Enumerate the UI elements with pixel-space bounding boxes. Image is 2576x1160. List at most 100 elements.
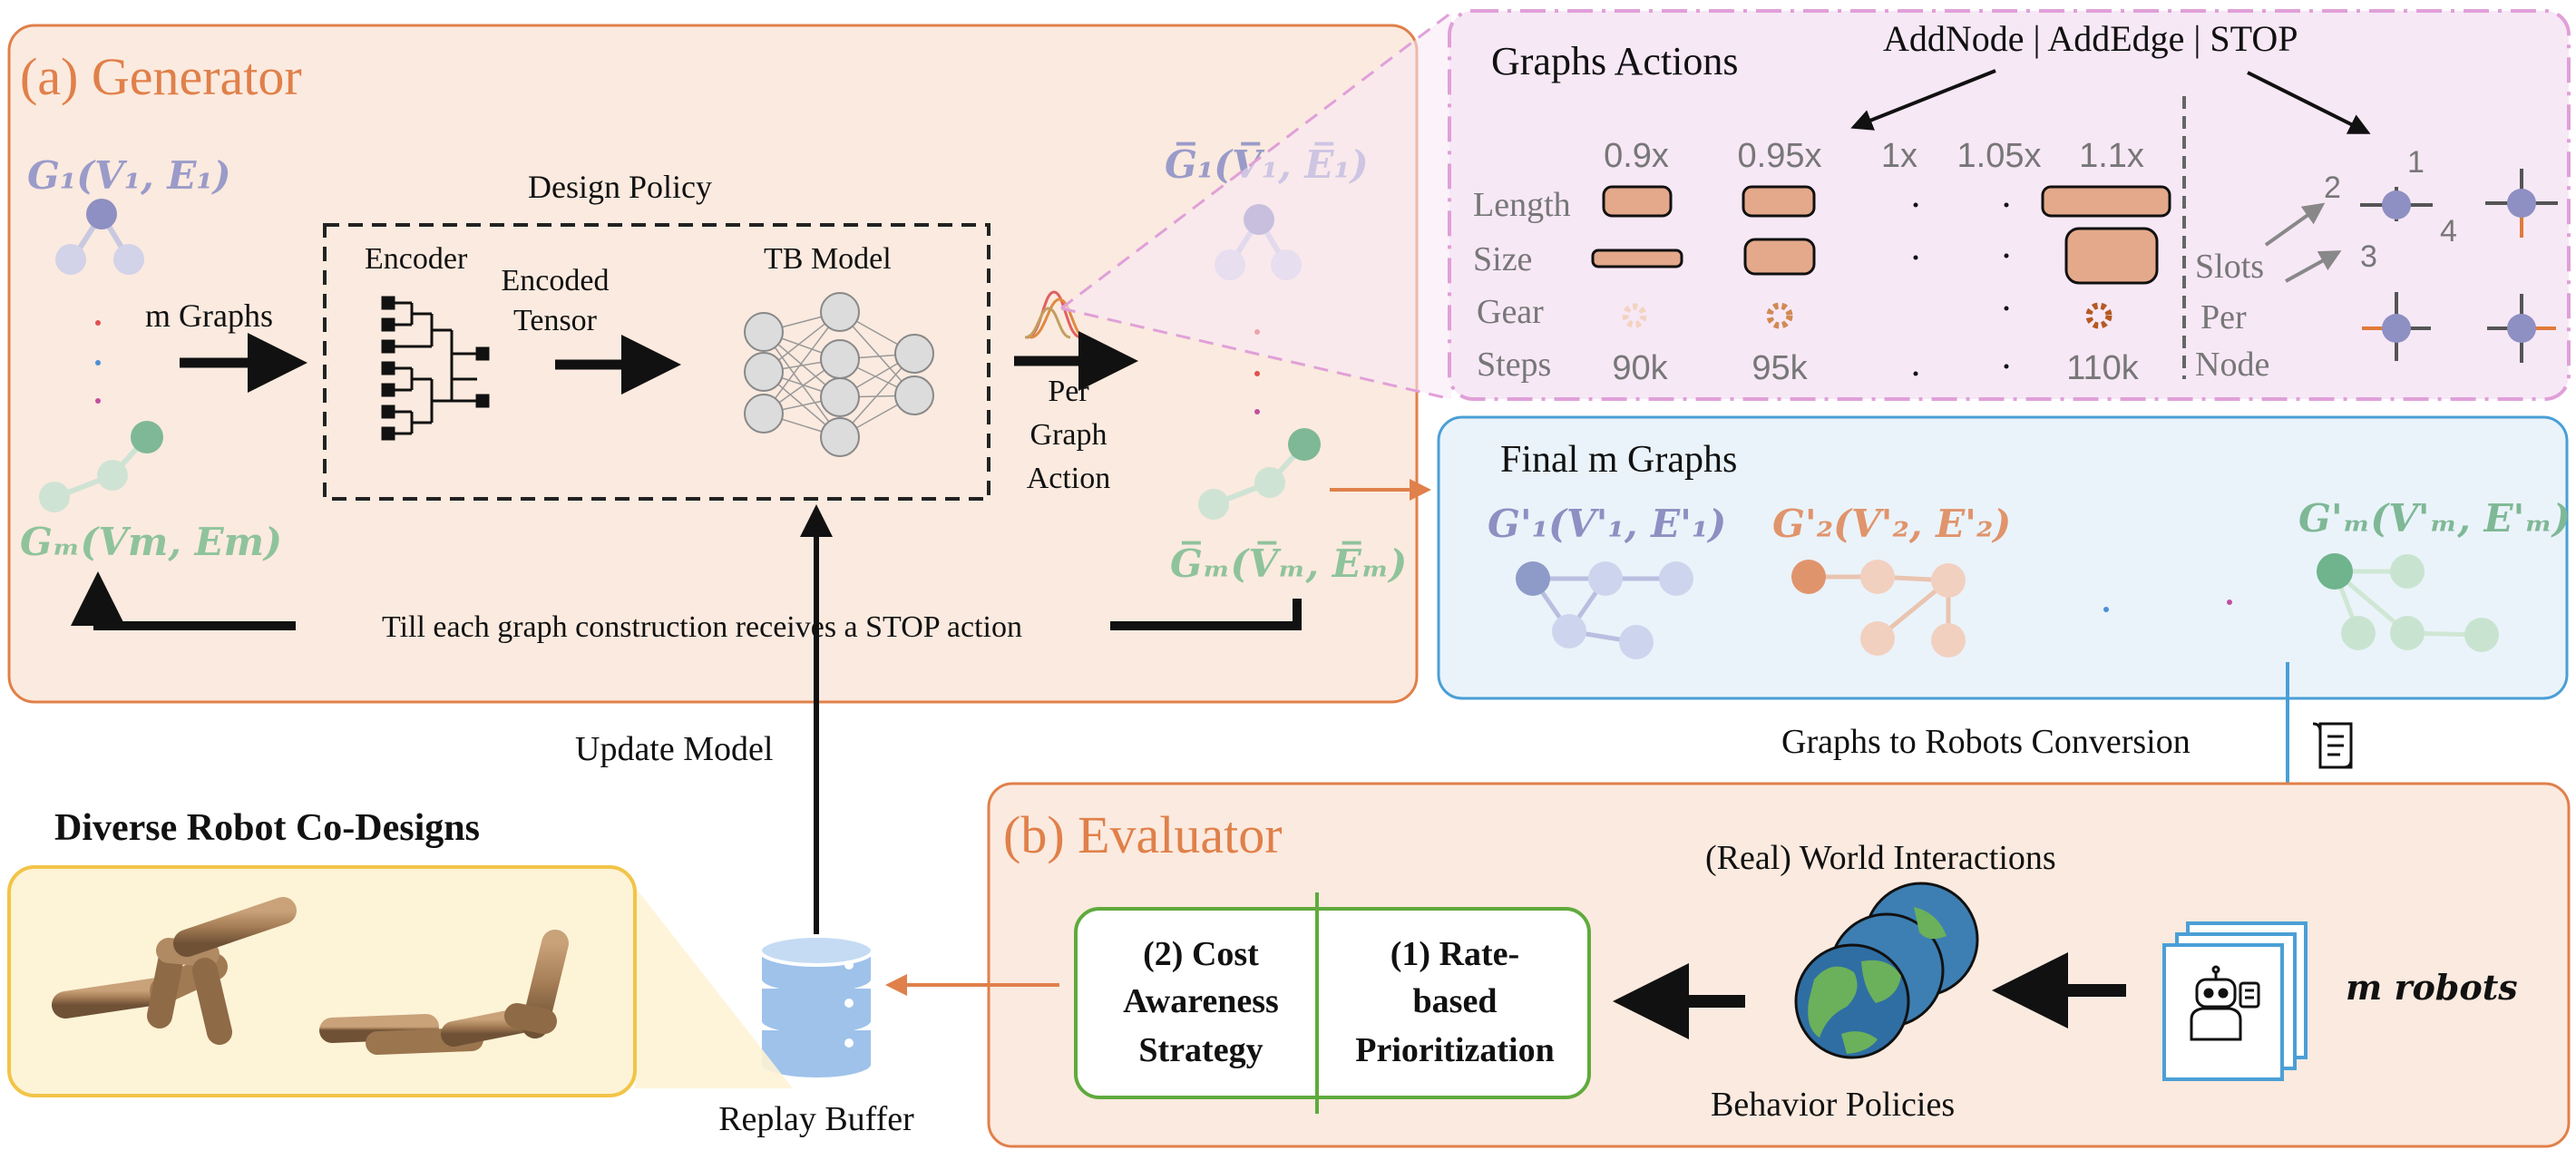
conversion-label: Graphs to Robots Conversion [1781,723,2191,761]
loop-text: Till each graph construction receives a … [382,610,1022,644]
graph-node [86,199,117,229]
slots-label-3: Node [2195,346,2269,384]
strategy-left-1: (2) Cost [1143,935,1259,973]
designs-zoom-cone [635,887,793,1088]
graph-node [1659,561,1693,596]
strategy-right-3: Prioritization [1355,1031,1554,1069]
graph-node [39,482,70,512]
graph-node [1931,623,1966,658]
graph-node [2317,553,2353,590]
strategy-left-3: Strategy [1138,1031,1263,1069]
graph-node [55,244,86,275]
graph-node [1198,489,1229,520]
design-policy-box [323,223,990,501]
slot-number-1: 1 [2407,145,2425,180]
scale-4: 1.1x [2079,137,2144,175]
length-cylinders [1602,185,2171,218]
slot-number-2: 2 [2324,171,2341,205]
graph-node [2464,618,2499,652]
slot-number-3: 3 [2360,239,2377,274]
graph-node [1288,428,1321,461]
strategy-right-1: (1) Rate- [1390,935,1519,973]
slot-node-diagrams [2360,169,2558,363]
graph-node [131,421,163,453]
robot-cards-icon [2162,921,2308,1081]
tb-model-label: TB Model [764,242,892,276]
encoder-label: Encoder [365,242,468,276]
addnode-arrow [1850,69,1996,131]
encoded-tensor-line1: Encoded [502,264,610,297]
strategy-box [1074,907,1591,1099]
input-graph-first-label: G₁(V₁, E₁) [27,153,231,198]
steps-90k: 90k [1612,349,1668,387]
graph-node [1791,560,1826,594]
behavior-policies-label: Behavior Policies [1711,1086,1955,1124]
slots-label-1: Slots [2195,248,2264,286]
size-cylinders [1591,227,2159,285]
scale-2: 1x [1881,137,1917,175]
m-robots-label: m robots [2346,967,2518,1008]
final-graph-m [2317,553,2499,652]
tb-model-network [744,292,934,457]
m-graphs-label: m Graphs [145,297,273,334]
graph-node [1516,561,1550,596]
graph-node [1619,625,1654,659]
evaluator-title: (b) Evaluator [1003,805,1283,864]
robot-design-2 [319,930,569,1055]
generator-panel: (a) Generator G₁(V₁, E₁) Gₘ(Vm, Em) m Gr… [7,24,1419,704]
graph-node [1588,561,1623,596]
database-icon [758,934,874,1081]
graph-actions-box [1448,9,2571,401]
final-graph-m-label: G'ₘ(V'ₘ, E'ₘ) [2298,496,2571,541]
graph-node [1860,560,1895,594]
gear-icon [1622,302,2113,329]
row-steps: Steps [1477,346,1551,384]
ellipsis-dots [95,320,101,404]
per-graph-action-line2: Graph [1030,418,1107,452]
final-graph-2 [1791,560,1966,658]
ellipsis-dots [2103,599,2232,612]
diverse-designs-title: Diverse Robot Co-Designs [54,807,480,849]
loop-arrow-right [1110,599,1302,630]
graph-actions-panel: Graphs Actions AddNode | AddEdge | STOP … [1448,9,2571,401]
input-graph-last-label: Gₘ(Vm, Em) [20,520,282,564]
row-size: Size [1473,240,1532,278]
per-graph-action-line1: Per [1048,375,1089,408]
scroll-icon [2312,722,2353,769]
world-interactions-label: (Real) World Interactions [1705,839,2056,877]
graph-node [1552,614,1586,648]
loop-arrow-left [71,571,296,630]
graph-node [2390,554,2425,589]
scale-0: 0.9x [1604,137,1669,175]
row-length: Length [1473,186,1571,224]
final-graph-2-label: G'₂(V'₂, E'₂) [1772,502,2011,546]
row-gear: Gear [1477,293,1544,331]
zoom-cone [1061,13,1451,399]
graph-node [1860,621,1895,656]
slot-number-4: 4 [2440,214,2457,249]
evaluator-panel: (b) Evaluator (Real) World Interactions … [987,782,2571,1148]
output-graph-last-label: G̅ₘ(V̅ₘ, E̅ₘ) [1170,540,1407,586]
design-policy-title: Design Policy [528,169,712,205]
final-graph-1 [1516,561,1693,659]
final-graphs-box [1437,415,2569,700]
graph-node [113,244,144,275]
action-distribution-icon [1024,290,1086,339]
output-graph-last [1198,428,1321,520]
encoded-tensor-line2: Tensor [513,304,598,337]
steps-95k: 95k [1751,349,1808,387]
steps-110k: 110k [2066,349,2140,387]
graph-node [2341,616,2376,650]
robot-icon [2190,965,2260,1041]
ellipsis-dots [1913,202,2009,376]
graph-node [2390,616,2425,650]
generator-title: (a) Generator [20,47,302,106]
encoder-icon [381,296,490,441]
input-graph-first [55,199,144,275]
graph-actions-title: Graphs Actions [1491,39,1739,83]
strategy-left-2: Awareness [1123,982,1279,1020]
slots-label-2: Per [2200,298,2247,336]
globe-icon [1794,882,1979,1059]
addedge-arrow [2247,71,2371,134]
